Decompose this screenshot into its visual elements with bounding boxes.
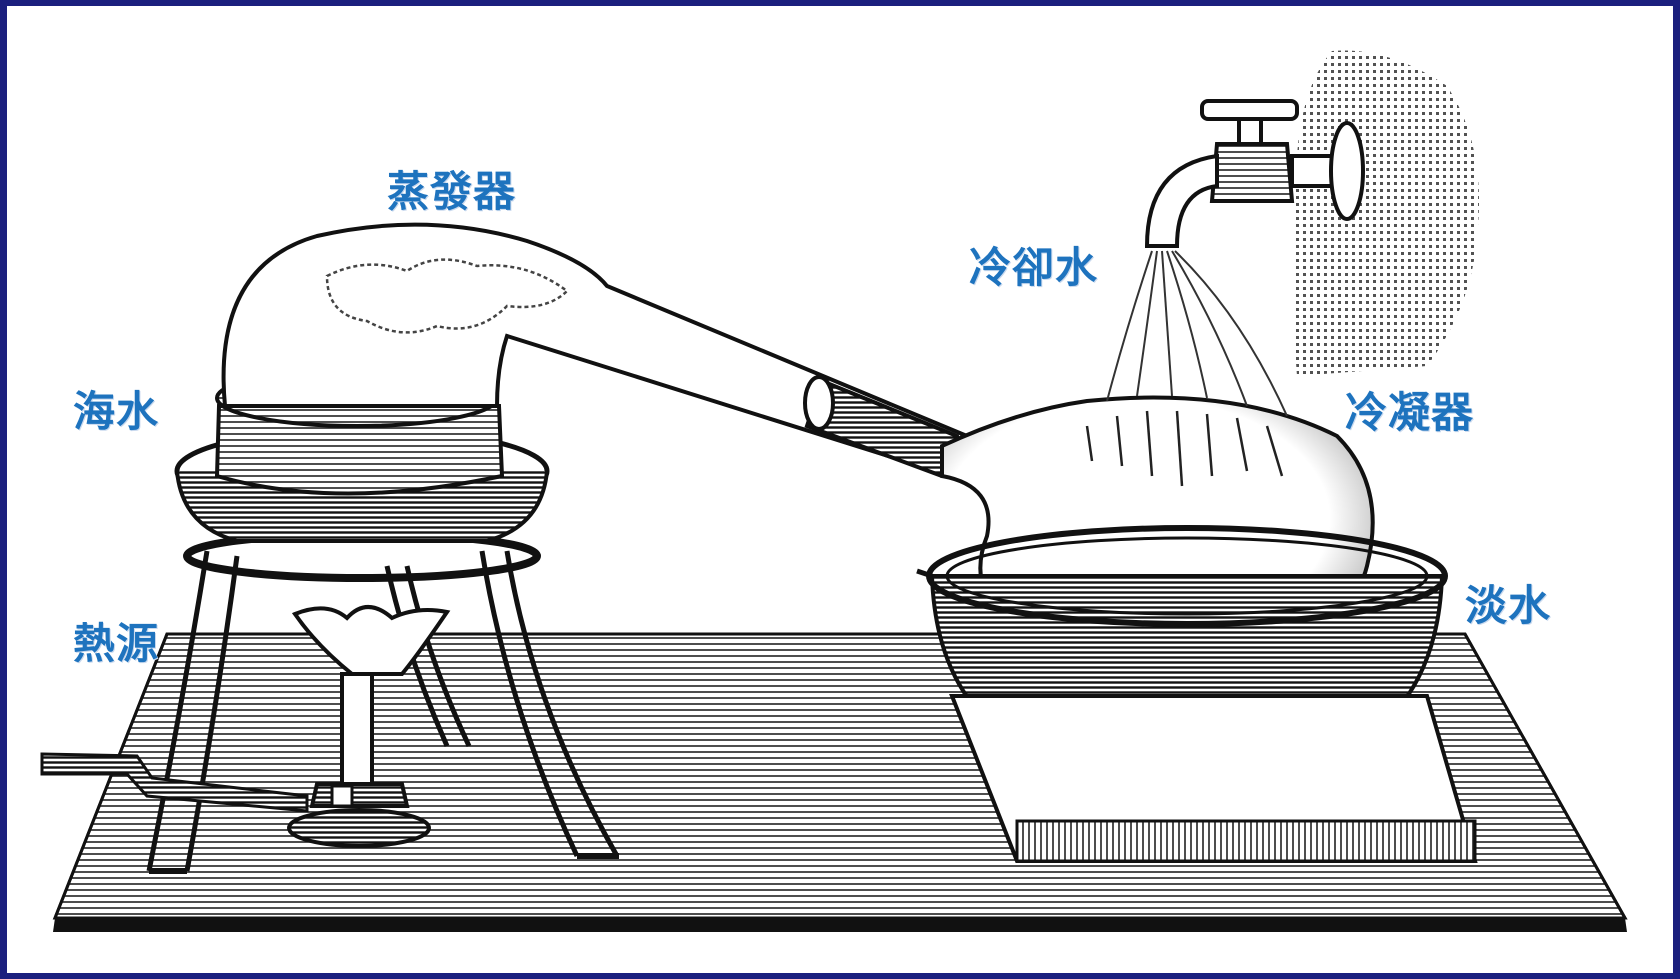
cooling-water-stream <box>1106 250 1288 417</box>
label-heat-source: 熱源 <box>73 619 160 668</box>
water-tap <box>1144 99 1365 248</box>
label-fresh-water: 淡水 <box>1465 581 1552 630</box>
diagram-frame: 蒸發器 海水 熱源 冷卻水 冷凝器 淡水 <box>7 6 1673 973</box>
wall-pattern <box>1292 50 1479 376</box>
gas-burner <box>287 605 451 848</box>
adapter-sleeve <box>803 375 960 479</box>
label-seawater: 海水 <box>73 387 160 436</box>
label-condenser: 冷凝器 <box>1345 388 1475 437</box>
label-cooling-water: 冷卻水 <box>969 243 1099 292</box>
tripod-stand <box>146 530 620 874</box>
gas-hose <box>40 752 309 813</box>
distillation-illustration <box>40 50 1628 932</box>
retort-flask <box>221 222 970 479</box>
label-evaporator: 蒸發器 <box>387 167 517 216</box>
basin-block <box>949 694 1478 863</box>
